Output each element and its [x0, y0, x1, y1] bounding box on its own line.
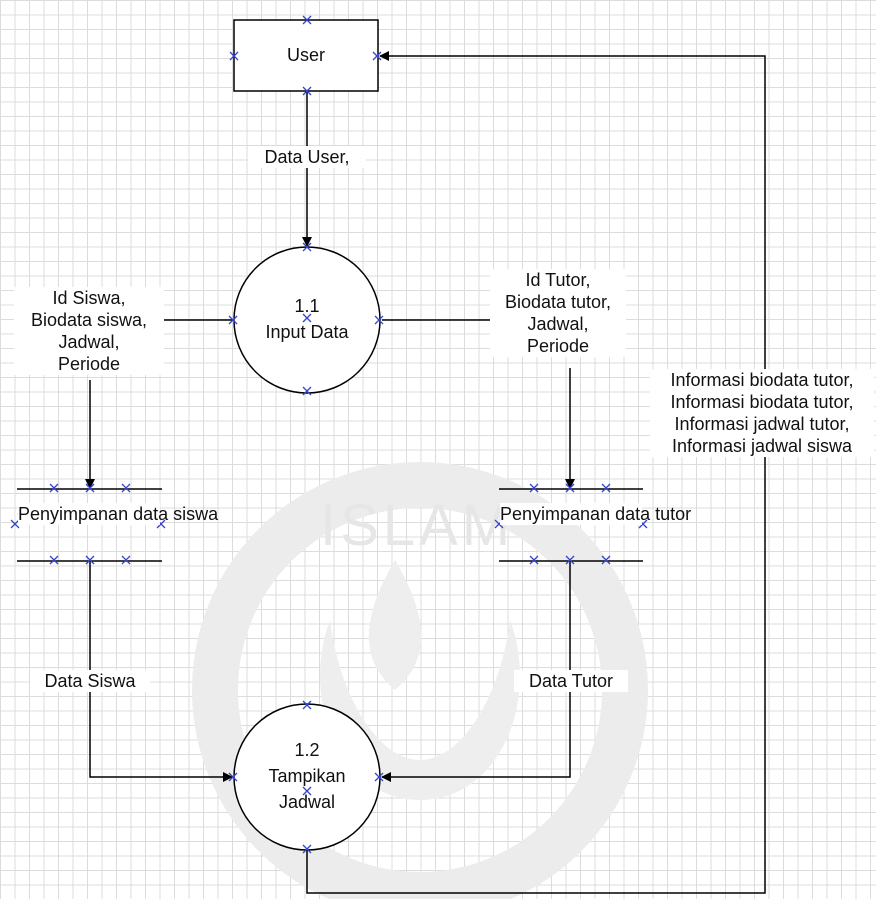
flow-label-info-line: Informasi biodata tutor,	[670, 370, 854, 390]
flow-label-tutor-in-line: Id Tutor,	[525, 270, 591, 290]
user-entity-label: User	[286, 45, 325, 65]
flow-label-tutor-in-line: Jadwal,	[527, 314, 589, 334]
flow-data-tutor-line	[381, 561, 571, 782]
flow-label-data-user: Data User,	[248, 146, 366, 168]
process-1-2-number: 1.2	[294, 740, 320, 760]
process-1-1-name: Input Data	[265, 322, 349, 342]
store-tutor-line1: Penyimpanan	[500, 504, 611, 524]
flow-label-data-tutor: Data Tutor	[514, 670, 628, 692]
flow-label-siswa-in-line: Biodata siswa,	[30, 310, 148, 330]
flow-label-siswa-in: Id Siswa, Biodata siswa, Jadwal, Periode	[14, 287, 164, 375]
flow-label-info-line: Informasi biodata tutor,	[670, 392, 854, 412]
flow-data-siswa-line	[89, 561, 233, 782]
store-siswa-line2: data siswa	[133, 504, 219, 524]
store-tutor-line2: data tutor	[615, 504, 692, 524]
process-1-1-number: 1.1	[294, 296, 320, 316]
flow-label-data-siswa: Data Siswa	[30, 670, 150, 692]
process-1-2-name-line2: Jadwal	[278, 792, 336, 812]
flow-label-info: Informasi biodata tutor, Informasi bioda…	[650, 369, 874, 457]
flow-label-tutor-in-line: Periode	[526, 336, 590, 356]
process-1-2-name-line1: Tampikan	[268, 766, 346, 786]
flow-info-line	[306, 51, 766, 894]
store-siswa-label: Penyimpanan data siswa	[18, 503, 218, 525]
flow-label-info-line: Informasi jadwal tutor,	[674, 414, 850, 434]
flow-label-siswa-in-line: Jadwal,	[58, 332, 120, 352]
flow-label-siswa-in-line: Id Siswa,	[52, 288, 126, 308]
connection-handles	[10, 15, 648, 854]
flow-label-info-line: Informasi jadwal siswa	[671, 436, 853, 456]
store-siswa-line1: Penyimpanan	[18, 504, 129, 524]
flow-label-tutor-in: Id Tutor, Biodata tutor, Jadwal, Periode	[490, 269, 626, 357]
store-tutor-label: Penyimpanan data tutor	[500, 503, 691, 525]
flow-label-siswa-in-line: Periode	[57, 354, 121, 374]
flow-label-tutor-in-line: Biodata tutor,	[504, 292, 612, 312]
watermark-text: ISLAM	[320, 493, 514, 558]
